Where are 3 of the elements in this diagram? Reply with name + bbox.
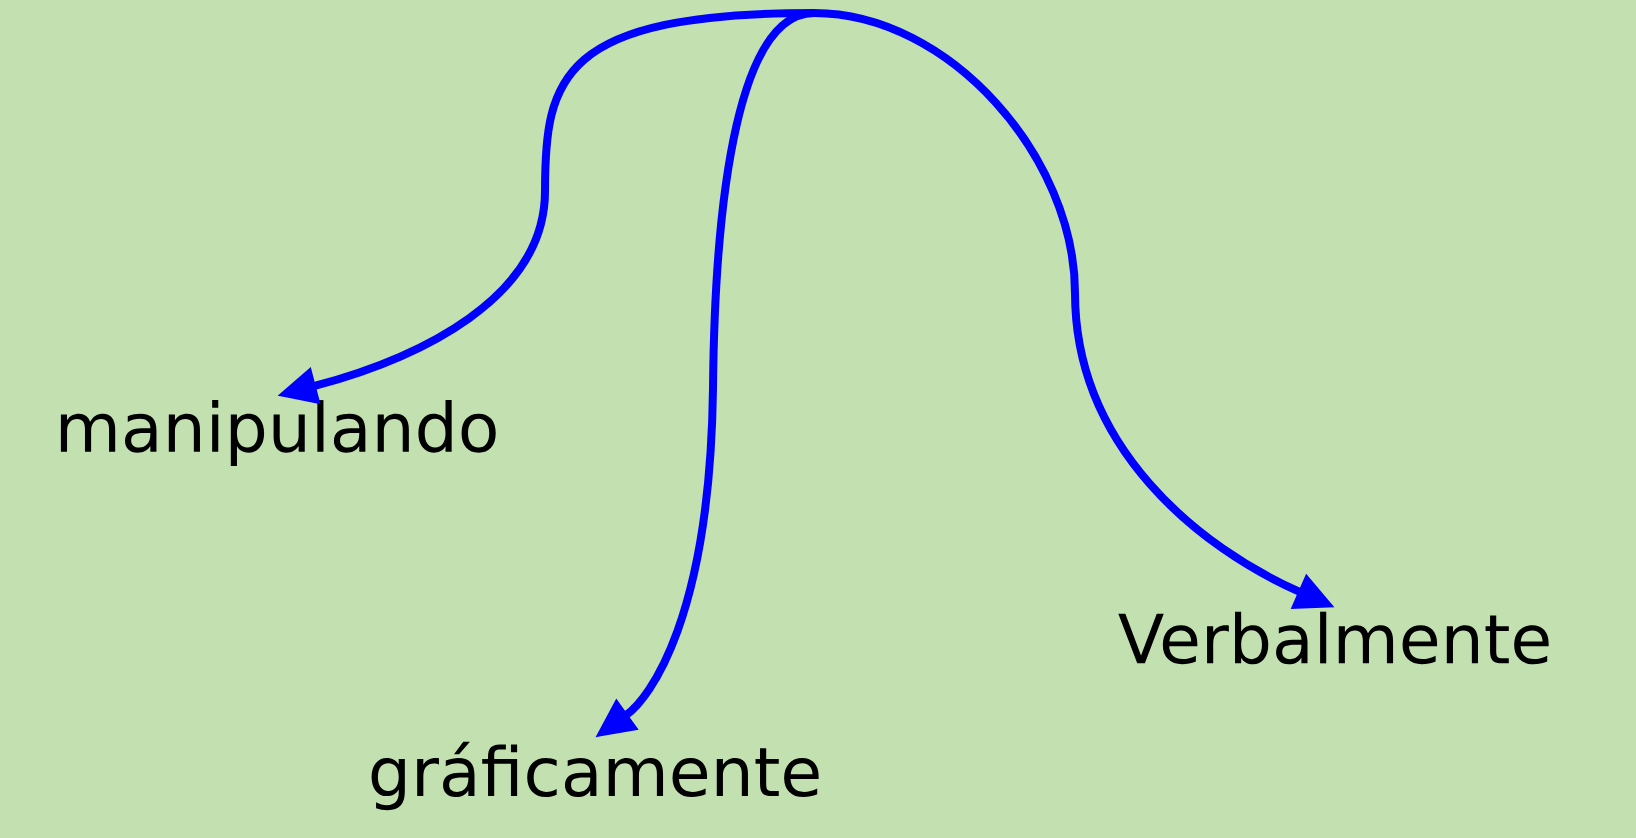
word-label: Verbalmente <box>1118 611 1549 665</box>
word-label: gráficamente <box>371 741 819 811</box>
word-label: manipulando <box>60 400 496 466</box>
